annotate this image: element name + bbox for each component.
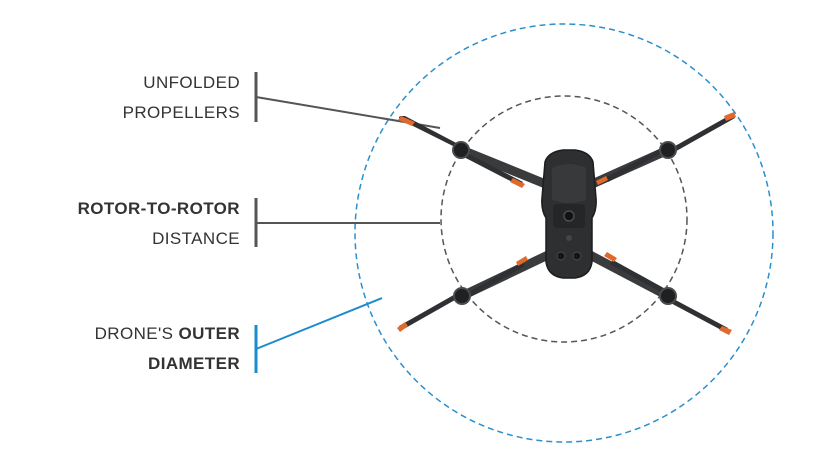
camera-lens-icon <box>563 210 575 222</box>
label-propellers-line2: PROPELLERS <box>122 103 240 122</box>
label-rotor-line2: DISTANCE <box>152 229 240 248</box>
label-diameter-line2: DIAMETER <box>148 354 240 373</box>
label-rotor-line1: ROTOR-TO-ROTOR <box>77 199 240 218</box>
diameter-leader <box>255 297 383 350</box>
label-diameter-bold: OUTER <box>178 324 240 343</box>
label-rotor-to-rotor-distance: ROTOR-TO-ROTOR DISTANCE <box>78 194 240 254</box>
outer-diameter-circle <box>354 23 774 443</box>
label-unfolded-propellers: UNFOLDED PROPELLERS <box>123 68 240 128</box>
label-propellers-line1: UNFOLDED <box>143 73 240 92</box>
propeller-icon <box>596 112 736 185</box>
label-diameter-line1: DRONE'S OUTER <box>95 319 240 349</box>
label-outer-diameter: DRONE'S OUTER DIAMETER <box>95 319 240 379</box>
propeller-icon <box>398 116 525 188</box>
propeller-icon <box>397 256 528 332</box>
drone-icon <box>397 112 736 335</box>
propeller-icon <box>604 252 732 335</box>
label-diameter-regular: DRONE'S <box>94 324 179 343</box>
rotor-distance-circle <box>440 95 688 343</box>
